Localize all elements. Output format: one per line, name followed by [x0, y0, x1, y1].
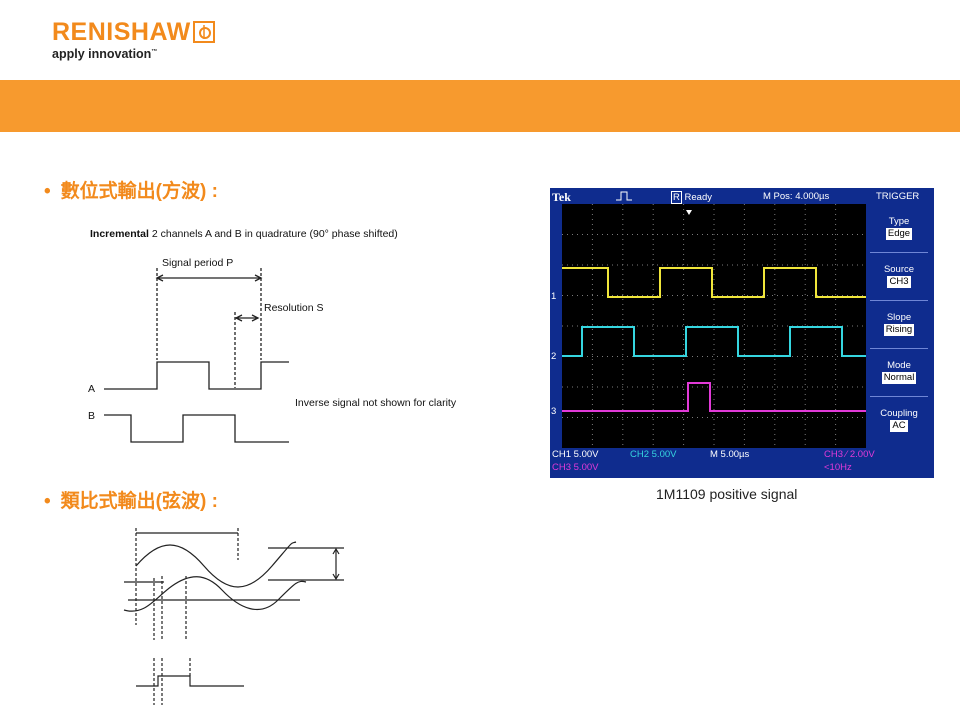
- ch1-marker: 1: [551, 291, 557, 302]
- header-bar: [0, 80, 960, 132]
- timebase-readout: M 5.00µs: [710, 449, 750, 460]
- frequency-readout: <10Hz: [824, 462, 852, 473]
- trigger-edge-icon: [616, 191, 632, 204]
- scope-status: R Ready: [671, 191, 712, 204]
- trigger-menu-title: TRIGGER: [876, 191, 920, 202]
- resolution-label: Resolution S: [264, 302, 324, 314]
- scope-graticule: [562, 204, 866, 448]
- renishaw-emblem-icon: [192, 21, 215, 43]
- menu-divider: [870, 348, 928, 349]
- renishaw-logo: RENISHAW apply innovation™: [52, 18, 215, 61]
- scope-mpos: M Pos: 4.000µs: [763, 191, 830, 202]
- trigger-readout: CH3 ∕ 2.00V: [824, 449, 875, 460]
- signal-period-label: Signal period P: [162, 257, 234, 269]
- menu-divider: [870, 252, 928, 253]
- logo-wordmark: RENISHAW: [52, 18, 191, 46]
- ch2-marker: 2: [551, 351, 557, 362]
- quadrature-diagram-title: Incremental 2 channels A and B in quadra…: [90, 228, 398, 240]
- channel-b-label: B: [88, 410, 96, 422]
- ch1-scale: CH1 5.00V: [552, 449, 599, 460]
- logo-tagline: apply innovation™: [52, 47, 158, 61]
- ch3-scale: CH3 5.00V: [552, 462, 599, 473]
- analog-output-heading: •類比式輸出(弦波) :: [44, 491, 218, 512]
- digital-output-heading: •數位式輸出(方波) :: [44, 181, 218, 202]
- menu-divider: [870, 300, 928, 301]
- scope-brand: Tek: [552, 190, 571, 204]
- scope-caption: 1M1109 positive signal: [656, 486, 798, 502]
- ch2-scale: CH2 5.00V: [630, 449, 677, 460]
- ch3-marker: 3: [551, 406, 557, 417]
- channel-a-label: A: [88, 383, 96, 395]
- menu-divider: [870, 396, 928, 397]
- inverse-note: Inverse signal not shown for clarity: [295, 397, 457, 409]
